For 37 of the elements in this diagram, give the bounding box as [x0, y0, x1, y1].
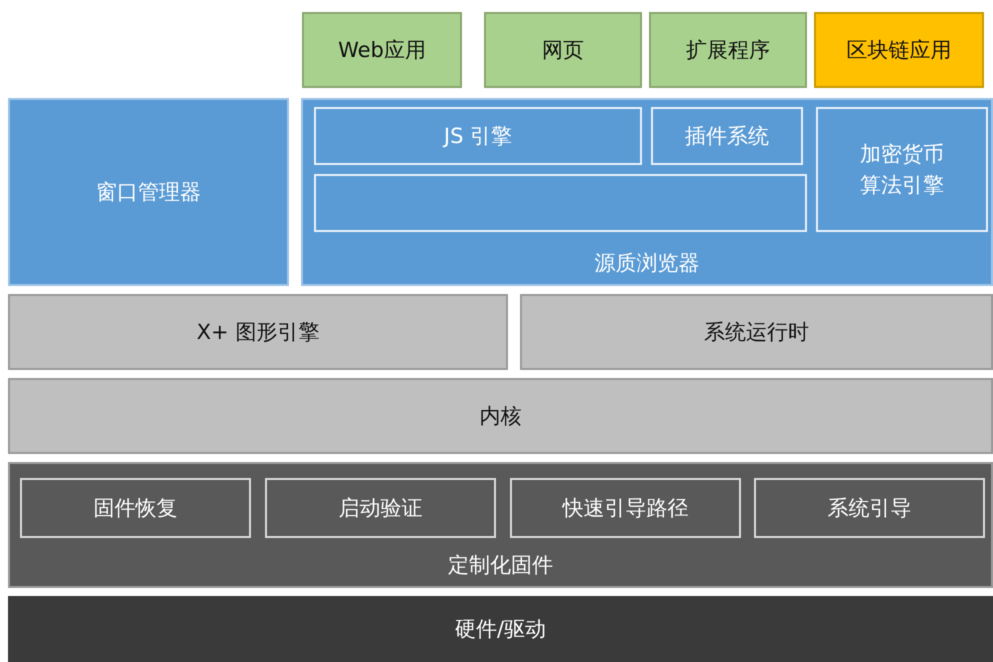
box-label: X+ 图形引擎 [196, 318, 320, 346]
box-label: 固件恢复 [94, 494, 178, 522]
app-box [484, 12, 642, 88]
module-box [314, 174, 807, 232]
box-label: Web应用 [338, 36, 426, 64]
layer-box [8, 596, 993, 662]
box-label: JS 引擎 [444, 122, 512, 150]
layer-box [520, 294, 993, 370]
firmware-layer-box [8, 462, 993, 588]
box-label: 内核 [480, 402, 522, 430]
box-label: 区块链应用 [846, 36, 952, 64]
layer-box [8, 294, 508, 370]
module-box [314, 107, 642, 165]
module-box [8, 98, 289, 286]
module-box [265, 478, 496, 538]
layer-title: 定制化固件 [448, 552, 553, 579]
browser-layer-box [301, 98, 993, 286]
box-label: 网页 [542, 36, 584, 64]
box-label: 系统运行时 [704, 318, 809, 346]
module-box [510, 478, 741, 538]
app-box [649, 12, 807, 88]
layer-box [8, 378, 993, 454]
box-label: 快速引导路径 [562, 494, 688, 522]
box-label: 插件系统 [685, 122, 769, 150]
app-box [302, 12, 462, 88]
box-label: 启动验证 [338, 494, 422, 522]
layer-title: 源质浏览器 [594, 250, 700, 277]
app-box [814, 12, 984, 88]
module-box [651, 107, 803, 165]
module-box [816, 107, 988, 232]
box-label: 窗口管理器 [96, 178, 201, 206]
box-label: 系统引导 [828, 494, 912, 522]
box-label: 硬件/驱动 [454, 616, 546, 643]
box-label: 加密货币算法引擎 [859, 141, 945, 198]
module-box [20, 478, 251, 538]
box-label: 扩展程序 [686, 36, 770, 64]
module-box [754, 478, 985, 538]
